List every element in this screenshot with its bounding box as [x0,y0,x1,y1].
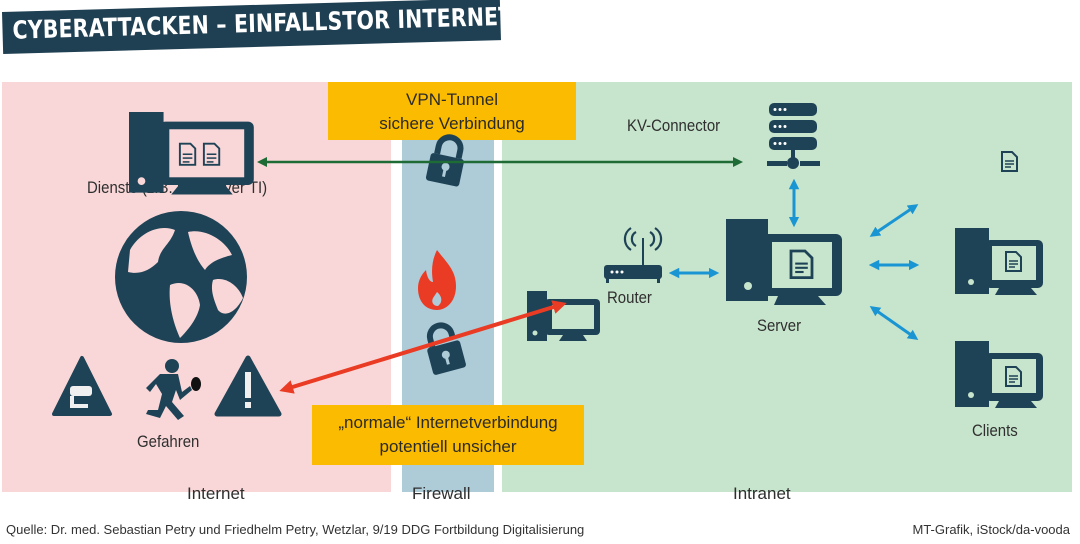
label-server: Server [757,316,802,335]
label-kv-connector: KV-Connector [627,116,721,135]
insecure-connection-arrow [279,300,567,394]
source-note: Quelle: Dr. med. Sebastian Petry und Fri… [6,522,585,537]
fire-icon [418,250,456,310]
lock-open-icon [426,322,466,375]
zone-label-firewall: Firewall [412,484,471,503]
server-client-arrow-bottom [869,305,919,341]
client-computer-icon-1 [955,228,1043,295]
thief-icon [146,359,201,420]
document-icon [1001,151,1018,172]
insecure-callout: „normale“ Internetverbindung potentiell … [312,405,584,465]
image-credit: MT-Grafik, iStock/da-vooda [912,522,1071,537]
dienste-computer-icon [129,112,254,195]
warning-icon [214,355,282,417]
lock-closed-icon [425,134,464,187]
workstation-icon [527,291,600,341]
router-icon [604,227,663,283]
insecure-callout-line1: „normale“ Internetverbindung [338,413,558,432]
label-router: Router [607,288,652,307]
zone-label-internet: Internet [187,484,245,503]
vpn-callout-line2: sichere Verbindung [379,114,525,133]
zone-label-intranet: Intranet [733,484,791,503]
vpn-callout-line1: VPN-Tunnel [406,90,498,109]
insecure-callout-line2: potentiell unsicher [379,437,517,456]
surveillance-warning-icon [52,356,112,416]
globe-icon [115,211,247,343]
vpn-callout: VPN-Tunnel sichere Verbindung [328,82,576,140]
label-clients: Clients [972,421,1018,440]
client-computer-icon-2 [955,341,1043,408]
kv-connector-server-icon [767,103,820,169]
server-client-arrow-top [869,204,919,237]
label-gefahren: Gefahren [137,432,200,451]
server-computer-icon [726,219,842,305]
